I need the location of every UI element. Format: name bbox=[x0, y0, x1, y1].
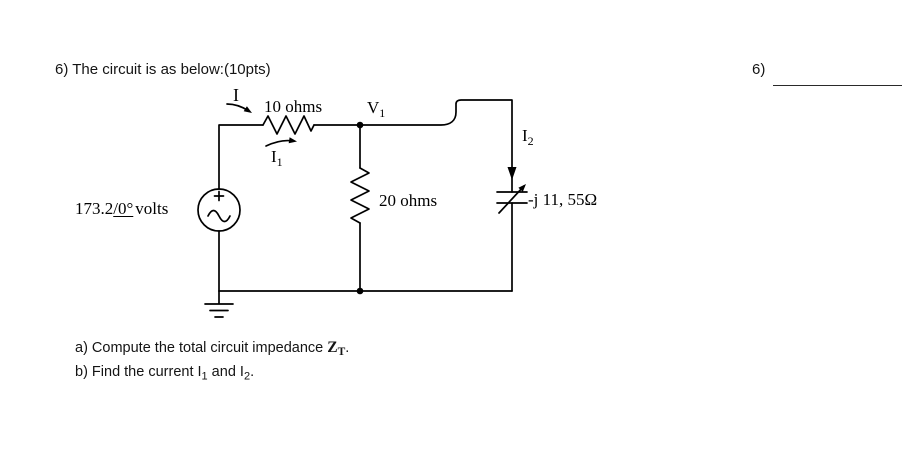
current-arrow-i2-head bbox=[507, 167, 517, 180]
i2-base: I bbox=[522, 126, 528, 145]
source-unit: volts bbox=[135, 199, 169, 218]
node-v1-sub: 1 bbox=[379, 106, 386, 120]
answer-number: 6) bbox=[752, 61, 766, 78]
question-b: b) Find the current I1 and I2. bbox=[75, 364, 254, 383]
node-dot-bottom bbox=[356, 287, 364, 295]
current-arrow-i1-line bbox=[265, 139, 294, 147]
source-magnitude: 173.2 bbox=[75, 199, 114, 218]
node-dot-v1 bbox=[356, 121, 364, 129]
node-v1-label: V1 bbox=[367, 98, 385, 121]
question-a: a) Compute the total circuit impedance Z… bbox=[75, 339, 349, 358]
resistor-10-ohms bbox=[262, 115, 315, 135]
source-voltage-label: 173.2/0°volts bbox=[75, 199, 168, 219]
ground-icon bbox=[204, 290, 234, 318]
impedance-var: Z bbox=[327, 339, 338, 356]
i1-sub: 1 bbox=[276, 155, 283, 169]
node-v1-base: V bbox=[367, 98, 380, 117]
impedance-sub: T bbox=[337, 346, 346, 358]
wire-source-top bbox=[218, 124, 264, 190]
question-b-mid: and I bbox=[207, 364, 244, 380]
impedance-symbol: ZT bbox=[327, 339, 346, 358]
capacitor bbox=[496, 191, 528, 204]
r1-value-label: 10 ohms bbox=[264, 97, 323, 116]
question-b-period: . bbox=[250, 364, 255, 380]
i1-base: I bbox=[271, 147, 277, 166]
i2-current-label: I2 bbox=[522, 126, 534, 149]
i2-sub: 2 bbox=[527, 134, 534, 148]
wire-top-right bbox=[359, 99, 513, 193]
main-current-label: I bbox=[233, 85, 239, 105]
capacitor-value-label: -j 11, 55Ω bbox=[528, 190, 598, 209]
sine-wave-icon bbox=[207, 209, 231, 223]
answer-blank-line bbox=[773, 70, 902, 86]
circuit-wires bbox=[197, 99, 528, 318]
question-b-text: b) Find the current I bbox=[75, 364, 202, 380]
resistor-20-ohms bbox=[350, 167, 370, 224]
capacitor-arrow-head bbox=[518, 184, 526, 192]
question-a-text: a) Compute the total circuit impedance bbox=[75, 340, 328, 356]
current-arrow-i-head bbox=[243, 106, 252, 113]
capacitor-diagonal bbox=[498, 185, 525, 214]
question-b-sub1: 1 bbox=[201, 370, 208, 383]
plus-sign-icon bbox=[213, 190, 225, 202]
r2-value-label: 20 ohms bbox=[379, 191, 438, 210]
question-b-sub2: 2 bbox=[243, 370, 251, 383]
circuit-solids bbox=[243, 106, 526, 295]
question-a-period: . bbox=[345, 340, 350, 356]
question-header: 6) The circuit is as below:(10pts) bbox=[55, 61, 271, 78]
current-arrow-i1-head bbox=[288, 137, 297, 144]
source-angle: /0° bbox=[113, 199, 134, 218]
i1-current-label: I1 bbox=[271, 147, 283, 170]
